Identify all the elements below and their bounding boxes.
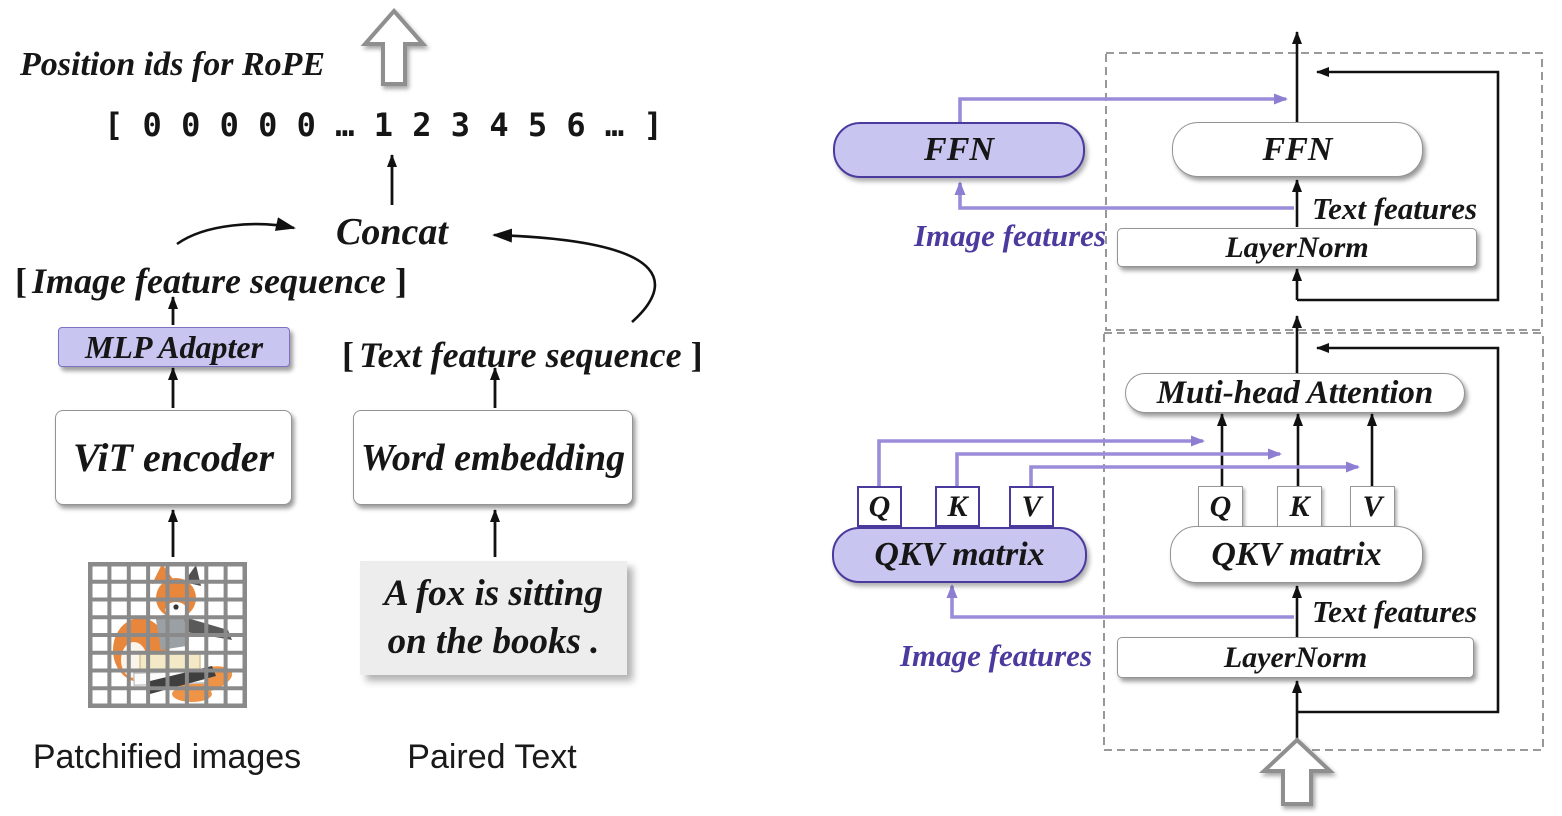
k-label: K xyxy=(1289,489,1310,523)
layernorm-top-label: LayerNorm xyxy=(1225,230,1369,264)
paired-text-caption: Paired Text xyxy=(407,738,577,776)
text-v-box: V xyxy=(1350,486,1395,527)
image-features-label-top: Image features xyxy=(913,218,1107,253)
multi-head-attention-box: Muti-head Attention xyxy=(1125,373,1465,413)
image-qkv-input-line xyxy=(946,584,1294,619)
q-label: Q xyxy=(1209,489,1232,523)
caption-line1: A fox is sitting xyxy=(384,573,603,614)
image-qkv-matrix-box: QKV matrix xyxy=(832,527,1087,583)
image-v-projection-line xyxy=(1029,461,1360,486)
mlp-adapter-box: MLP Adapter xyxy=(58,327,290,367)
image-q-projection-line xyxy=(877,435,1205,486)
image-k-projection-line xyxy=(955,448,1282,486)
word-embedding-box: Word embedding xyxy=(353,410,633,505)
v-label: V xyxy=(1021,489,1042,523)
image-seq-to-concat-curve-arrow xyxy=(176,217,296,246)
image-ffn-output-line xyxy=(958,93,1288,122)
word-embedding-label: Word embedding xyxy=(360,436,626,479)
v-label: V xyxy=(1362,489,1383,523)
text-seq-to-concat-curve-arrow xyxy=(492,228,657,323)
image-v-box: V xyxy=(1009,486,1054,527)
layernorm-top-box: LayerNorm xyxy=(1117,228,1477,267)
image-ffn-input-line xyxy=(954,181,1294,210)
block-input-arrow-icon xyxy=(1258,737,1336,806)
q-label: Q xyxy=(868,489,891,523)
patchified-fox-image xyxy=(88,562,247,708)
text-ffn-label: FFN xyxy=(1262,130,1333,168)
layernorm-bottom-label: LayerNorm xyxy=(1223,640,1368,674)
image-features-label-bottom: Image features xyxy=(899,638,1093,673)
mlp-adapter-label: MLP Adapter xyxy=(84,328,264,365)
patchified-images-caption: Patchified images xyxy=(32,738,302,776)
image-feature-sequence-label: [Image feature sequence] xyxy=(15,260,407,302)
vit-encoder-box: ViT encoder xyxy=(55,410,292,505)
open-bracket: [ xyxy=(15,261,27,301)
image-ffn-label: FFN xyxy=(924,131,994,168)
text-q-box: Q xyxy=(1198,486,1243,527)
image-k-box: K xyxy=(935,486,980,527)
image-q-box: Q xyxy=(857,486,902,527)
text-k-box: K xyxy=(1277,486,1322,527)
close-bracket: ] xyxy=(690,335,703,375)
open-bracket: [ xyxy=(342,335,354,375)
image-feature-sequence-text: Image feature sequence xyxy=(32,261,386,301)
image-ffn-box: FFN xyxy=(833,122,1085,178)
layernorm-bottom-box: LayerNorm xyxy=(1117,637,1474,678)
patch-grid-lines xyxy=(88,562,247,708)
text-qkv-matrix-box: QKV matrix xyxy=(1170,526,1423,583)
paired-text-box: A fox is sitting on the books . xyxy=(360,561,627,675)
vit-encoder-label: ViT encoder xyxy=(72,435,275,480)
text-features-label-top: Text features xyxy=(1312,191,1478,226)
text-feature-sequence-text: Text feature sequence xyxy=(359,335,682,375)
position-id-sequence: [ 0 0 0 0 0 … 1 2 3 4 5 6 … ] xyxy=(104,106,663,144)
rope-output-arrow-icon xyxy=(360,7,428,86)
multi-head-attention-label: Muti-head Attention xyxy=(1156,374,1434,411)
text-feature-sequence-label: [Text feature sequence] xyxy=(342,334,703,376)
text-features-label-bottom: Text features xyxy=(1312,594,1478,629)
close-bracket: ] xyxy=(394,261,407,301)
image-qkv-matrix-label: QKV matrix xyxy=(874,536,1045,573)
text-ffn-box: FFN xyxy=(1172,122,1423,177)
k-label: K xyxy=(947,489,968,523)
position-ids-title: Position ids for RoPE xyxy=(20,46,326,83)
text-qkv-matrix-label: QKV matrix xyxy=(1211,535,1382,573)
caption-line2: on the books . xyxy=(387,621,600,662)
concat-label: Concat xyxy=(336,211,448,253)
